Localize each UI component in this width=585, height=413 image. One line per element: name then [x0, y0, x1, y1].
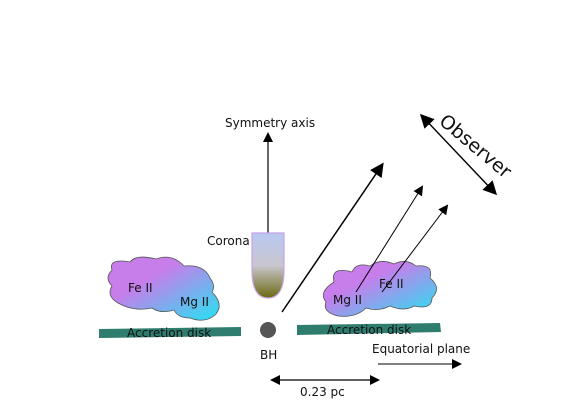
accretion-disk-right: [297, 323, 441, 335]
black-hole: [260, 322, 276, 338]
corona-shape: [251, 232, 285, 299]
cloud-left-line1: Fe II: [128, 281, 153, 295]
distance-label: 0.23 pc: [300, 385, 345, 399]
cloud-right-line1: Mg II: [333, 293, 362, 307]
emission-arrow-cloud-2: [381, 204, 449, 293]
cloud-left: [107, 256, 220, 321]
symmetry-axis-label: Symmetry axis: [225, 116, 315, 130]
emission-arrow-cloud-1: [355, 185, 424, 293]
accretion-disk-right-label: Accretion disk: [327, 323, 411, 337]
corona-label: Corona: [207, 234, 250, 248]
observer-arrow: [419, 113, 498, 196]
accretion-disk-left-label: Accretion disk: [127, 326, 211, 340]
equatorial-plane-label: Equatorial plane: [372, 342, 470, 356]
accretion-disk-left: [99, 327, 241, 338]
cloud-left-line2: Mg II: [180, 295, 209, 309]
emission-arrow-main: [281, 162, 384, 313]
cloud-right: [322, 261, 437, 317]
bh-label: BH: [260, 348, 277, 362]
